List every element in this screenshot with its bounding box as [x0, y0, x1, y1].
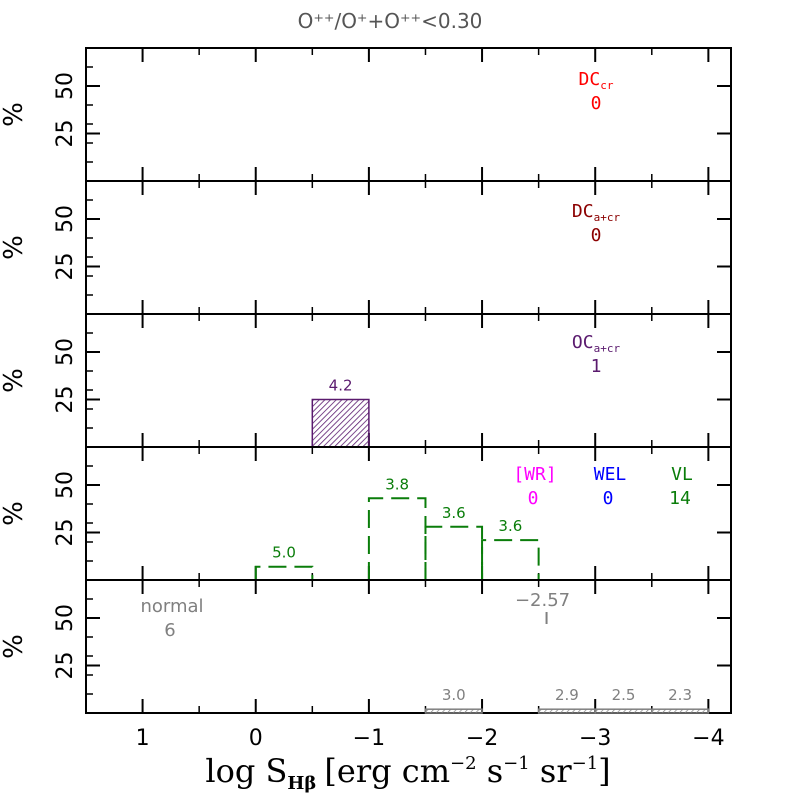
panel-4: 50 25% 5.0 3.8 3.6 3.6 [WR] 0 WEL 0 VL 14 — [0, 446, 732, 581]
legend-name: DCcr — [579, 69, 614, 92]
histogram-bar — [481, 539, 540, 580]
bar-value-label: 3.8 — [385, 475, 409, 493]
panel-3: 50 25% 4.2 OCa+cr1 — [0, 313, 732, 448]
x-label-exp1: −2 — [450, 753, 477, 774]
legend-count: 14 — [669, 488, 691, 509]
y-tick-label: 50 — [53, 338, 78, 366]
x-tick-label: −3 — [579, 726, 611, 751]
panel-frame — [85, 446, 732, 581]
legend-name: DCa+cr — [572, 201, 621, 224]
legend-name: normal — [140, 596, 203, 617]
legend-count: 6 — [164, 620, 175, 641]
bar-value-label: 2.9 — [555, 686, 579, 704]
y-axis-label: % — [0, 235, 29, 260]
y-tick-label: 50 — [53, 604, 78, 632]
x-axis: 1 0 −1 −2 −3 −4 — [136, 726, 725, 751]
median-marker-label: −2.57 — [515, 590, 570, 611]
panel-2: 50 25% DCa+cr0 — [0, 180, 732, 315]
bar-value-label: 5.0 — [272, 544, 296, 562]
histogram-bar — [424, 525, 484, 580]
histogram-bar — [311, 398, 370, 448]
x-label-unit: [erg cm — [324, 752, 450, 790]
x-label-mid: s — [477, 752, 504, 790]
x-label-end: ] — [598, 752, 610, 790]
y-axis-label: % — [0, 368, 29, 393]
y-tick-label: 50 — [53, 471, 78, 499]
y-axis-label: % — [0, 501, 29, 526]
x-tick-label: 1 — [136, 726, 150, 751]
panel-frame — [85, 180, 732, 315]
legend-count: 0 — [528, 488, 539, 509]
bar-value-label: 2.5 — [612, 686, 636, 704]
x-tick-label: 0 — [249, 726, 263, 751]
y-tick-label: 50 — [53, 72, 78, 100]
legend-subscript: cr — [600, 79, 614, 92]
panel-frame — [85, 579, 732, 714]
y-tick-label: 25 — [53, 652, 78, 680]
y-tick-label: 25 — [53, 253, 78, 281]
panel-frame — [85, 47, 732, 182]
legend-subscript: a+cr — [594, 342, 621, 355]
histogram-bar — [424, 708, 483, 714]
bar-value-label: 2.3 — [668, 686, 692, 704]
histogram-bar — [254, 565, 314, 580]
y-axis-label: % — [0, 102, 29, 127]
y-tick-label: 25 — [53, 120, 78, 148]
panel-5: 50 25% 3.0 2.9 2.5 2.3 −2.57 normal 6 — [0, 579, 732, 714]
x-label-sub: Hβ — [287, 773, 316, 794]
legend-name: WEL — [594, 464, 627, 485]
legend-name: [WR] — [513, 464, 556, 485]
x-label-exp2: −1 — [503, 753, 530, 774]
y-tick-label: 25 — [53, 519, 78, 547]
legend-subscript: a+cr — [594, 211, 621, 224]
legend-count: 0 — [603, 488, 614, 509]
bar-value-label: 3.6 — [442, 504, 466, 522]
y-tick-label: 25 — [53, 386, 78, 414]
legend-count: 0 — [591, 225, 602, 246]
bar-value-label: 3.6 — [498, 517, 522, 535]
x-label-sr: sr — [530, 752, 573, 790]
histogram-bar — [594, 708, 653, 714]
legend-count: 1 — [591, 356, 602, 377]
panel-frame — [85, 313, 732, 448]
legend-count: 0 — [591, 93, 602, 114]
x-axis-label: log SHβ[erg cm−2 s−1 sr−1] — [205, 752, 610, 794]
bar-value-label: 4.2 — [329, 377, 353, 395]
x-tick-label: −4 — [692, 726, 724, 751]
y-tick-label: 50 — [53, 205, 78, 233]
chart-title: O⁺⁺/O⁺+O⁺⁺<0.30 — [298, 9, 483, 33]
histogram-bar — [651, 708, 710, 714]
x-tick-label: −2 — [466, 726, 498, 751]
histogram-bar — [367, 497, 427, 580]
panels: 5025%DCcr05025%DCa+cr05025%4.2OCa+cr1502… — [0, 47, 732, 714]
x-label-exp3: −1 — [572, 753, 599, 774]
histogram-bar — [537, 708, 596, 714]
y-axis-label: % — [0, 634, 29, 659]
legend-name: OCa+cr — [572, 332, 621, 355]
x-label-main: log S — [205, 752, 287, 790]
bar-value-label: 3.0 — [442, 686, 466, 704]
legend-name: VL — [671, 464, 693, 485]
x-tick-label: −1 — [353, 726, 385, 751]
